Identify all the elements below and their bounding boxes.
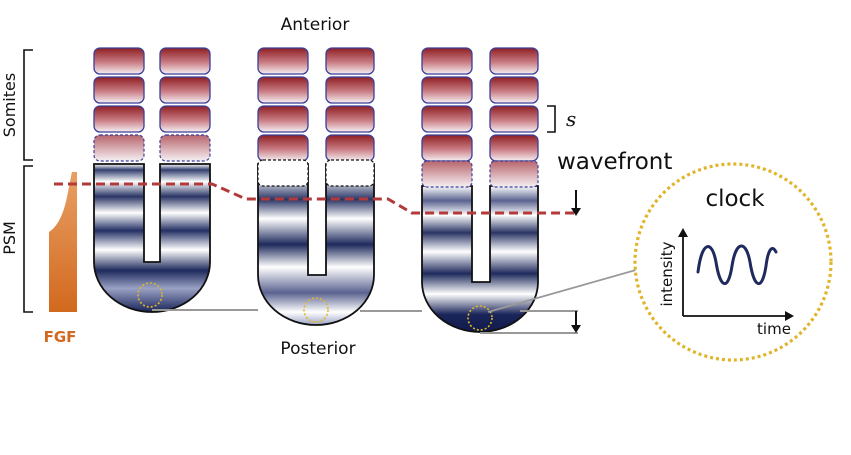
clock-inset-connector: [487, 269, 637, 313]
psm-tissue: [257, 163, 375, 326]
anterior-label: Anterior: [281, 15, 350, 35]
clock-sample-circle: [467, 305, 493, 331]
intensity-axis-label: intensity: [658, 241, 676, 306]
wavefront-label: wavefront: [557, 149, 672, 175]
psm-label: PSM: [0, 221, 19, 255]
growth-down-arrow-icon: [571, 311, 581, 333]
somites-bracket: [23, 49, 33, 161]
clock-x-axis-arrow: [785, 311, 794, 321]
time-axis-label: time: [757, 320, 791, 338]
embryo-stage-1: [93, 47, 211, 313]
clock-label: clock: [705, 186, 765, 212]
clock-sample-circle: [303, 297, 329, 323]
clock-inset: clock intensity time: [633, 162, 833, 362]
psm-tissue: [421, 185, 539, 333]
embryo-stage-3: [421, 47, 539, 333]
somite-column-right: [159, 47, 211, 162]
fgf-gradient-shape: [49, 172, 77, 312]
fgf-label: FGF: [44, 328, 77, 346]
embryo-stage-2: [257, 47, 375, 326]
clock-y-axis-arrow: [678, 228, 688, 237]
clock-sample-circle: [137, 282, 163, 308]
somite-column-left: [257, 47, 309, 187]
somite-column-left: [421, 47, 473, 188]
wavefront-line: [54, 182, 578, 215]
somite-column-right: [489, 47, 539, 188]
s-label: s: [566, 107, 576, 131]
psm-tissue: [93, 163, 211, 313]
wavefront-down-arrow-icon: [571, 190, 581, 216]
clock-oscillation-curve: [696, 244, 778, 285]
psm-bracket: [23, 165, 33, 313]
somites-label: Somites: [0, 73, 19, 137]
posterior-label: Posterior: [280, 339, 355, 359]
somite-column-right: [325, 47, 375, 187]
s-bracket: [547, 105, 556, 133]
somite-column-left: [93, 47, 145, 162]
